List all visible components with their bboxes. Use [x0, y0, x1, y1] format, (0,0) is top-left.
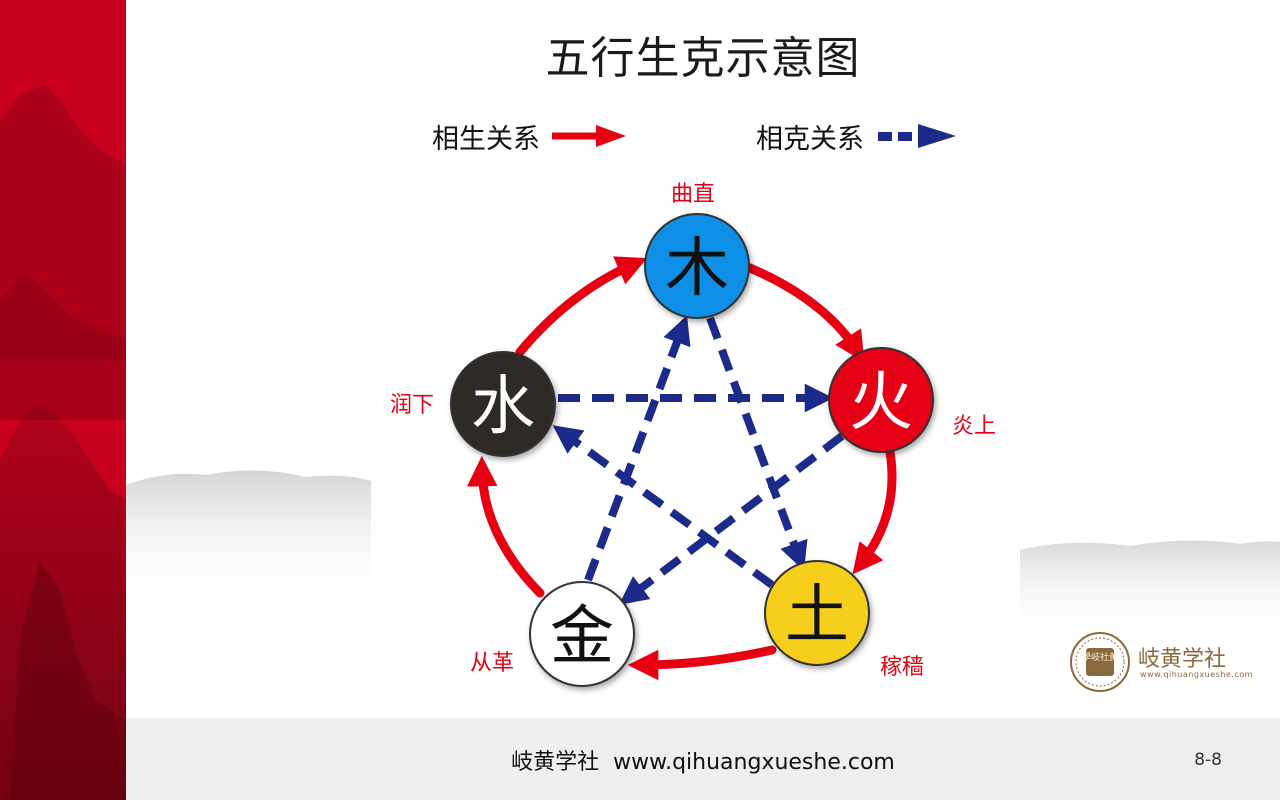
sheng-arrow-earth-metal [627, 645, 777, 681]
slide-title: 五行生克示意图 [545, 33, 861, 84]
brand-name: 岐黄学社 [1138, 647, 1227, 672]
dashed-arrow-icon [878, 124, 956, 148]
node-metal-char: 金 [550, 600, 614, 674]
ke-arrow-wood-earth [706, 316, 808, 571]
node-water: 水 [450, 351, 556, 457]
sheng-arrow-metal-water [466, 455, 545, 598]
sheng-arrow-fire-earth [852, 447, 897, 575]
ke-arrow-fire-metal [618, 432, 845, 605]
trait-fire: 炎上 [952, 414, 997, 439]
node-earth-char: 土 [785, 579, 849, 653]
legend-ke-label: 相克关系 [756, 123, 864, 155]
seal-text: 學岐社黃 [1082, 651, 1118, 663]
footer-bar: 岐黄学社 www.qihuangxueshe.com 8-8 [126, 718, 1280, 800]
node-fire-char: 火 [849, 366, 913, 440]
node-wood: 木 [644, 213, 750, 319]
mist-decoration-left [126, 470, 371, 605]
brand-seal-logo: 學岐社黃 [1070, 632, 1130, 692]
node-metal: 金 [529, 581, 635, 687]
trait-water: 润下 [390, 393, 435, 418]
trait-wood: 曲直 [671, 182, 716, 207]
left-decorative-band [0, 0, 126, 800]
node-wood-char: 木 [665, 232, 729, 306]
sheng-arrow-water-wood [515, 256, 648, 357]
ke-arrow-earth-water [552, 425, 775, 589]
brand-url: www.qihuangxueshe.com [1140, 670, 1253, 679]
node-fire: 火 [828, 347, 934, 453]
solid-arrow-icon [552, 125, 626, 147]
trait-metal: 从革 [470, 651, 515, 676]
mist-decoration-right [1020, 540, 1280, 640]
node-earth: 土 [764, 560, 870, 666]
ke-arrow-metal-wood [584, 315, 691, 582]
page-number: 8-8 [1194, 750, 1222, 770]
footer-text: 岐黄学社 www.qihuangxueshe.com [511, 750, 895, 775]
legend-sheng-label: 相生关系 [432, 123, 540, 155]
sheng-arrow-wood-fire [745, 263, 865, 363]
node-water-char: 水 [471, 370, 535, 444]
legend-ke: 相克关系 [756, 114, 964, 158]
mountain-painting [0, 85, 126, 800]
legend-sheng: 相生关系 [432, 114, 630, 158]
trait-earth: 稼穑 [880, 655, 925, 680]
